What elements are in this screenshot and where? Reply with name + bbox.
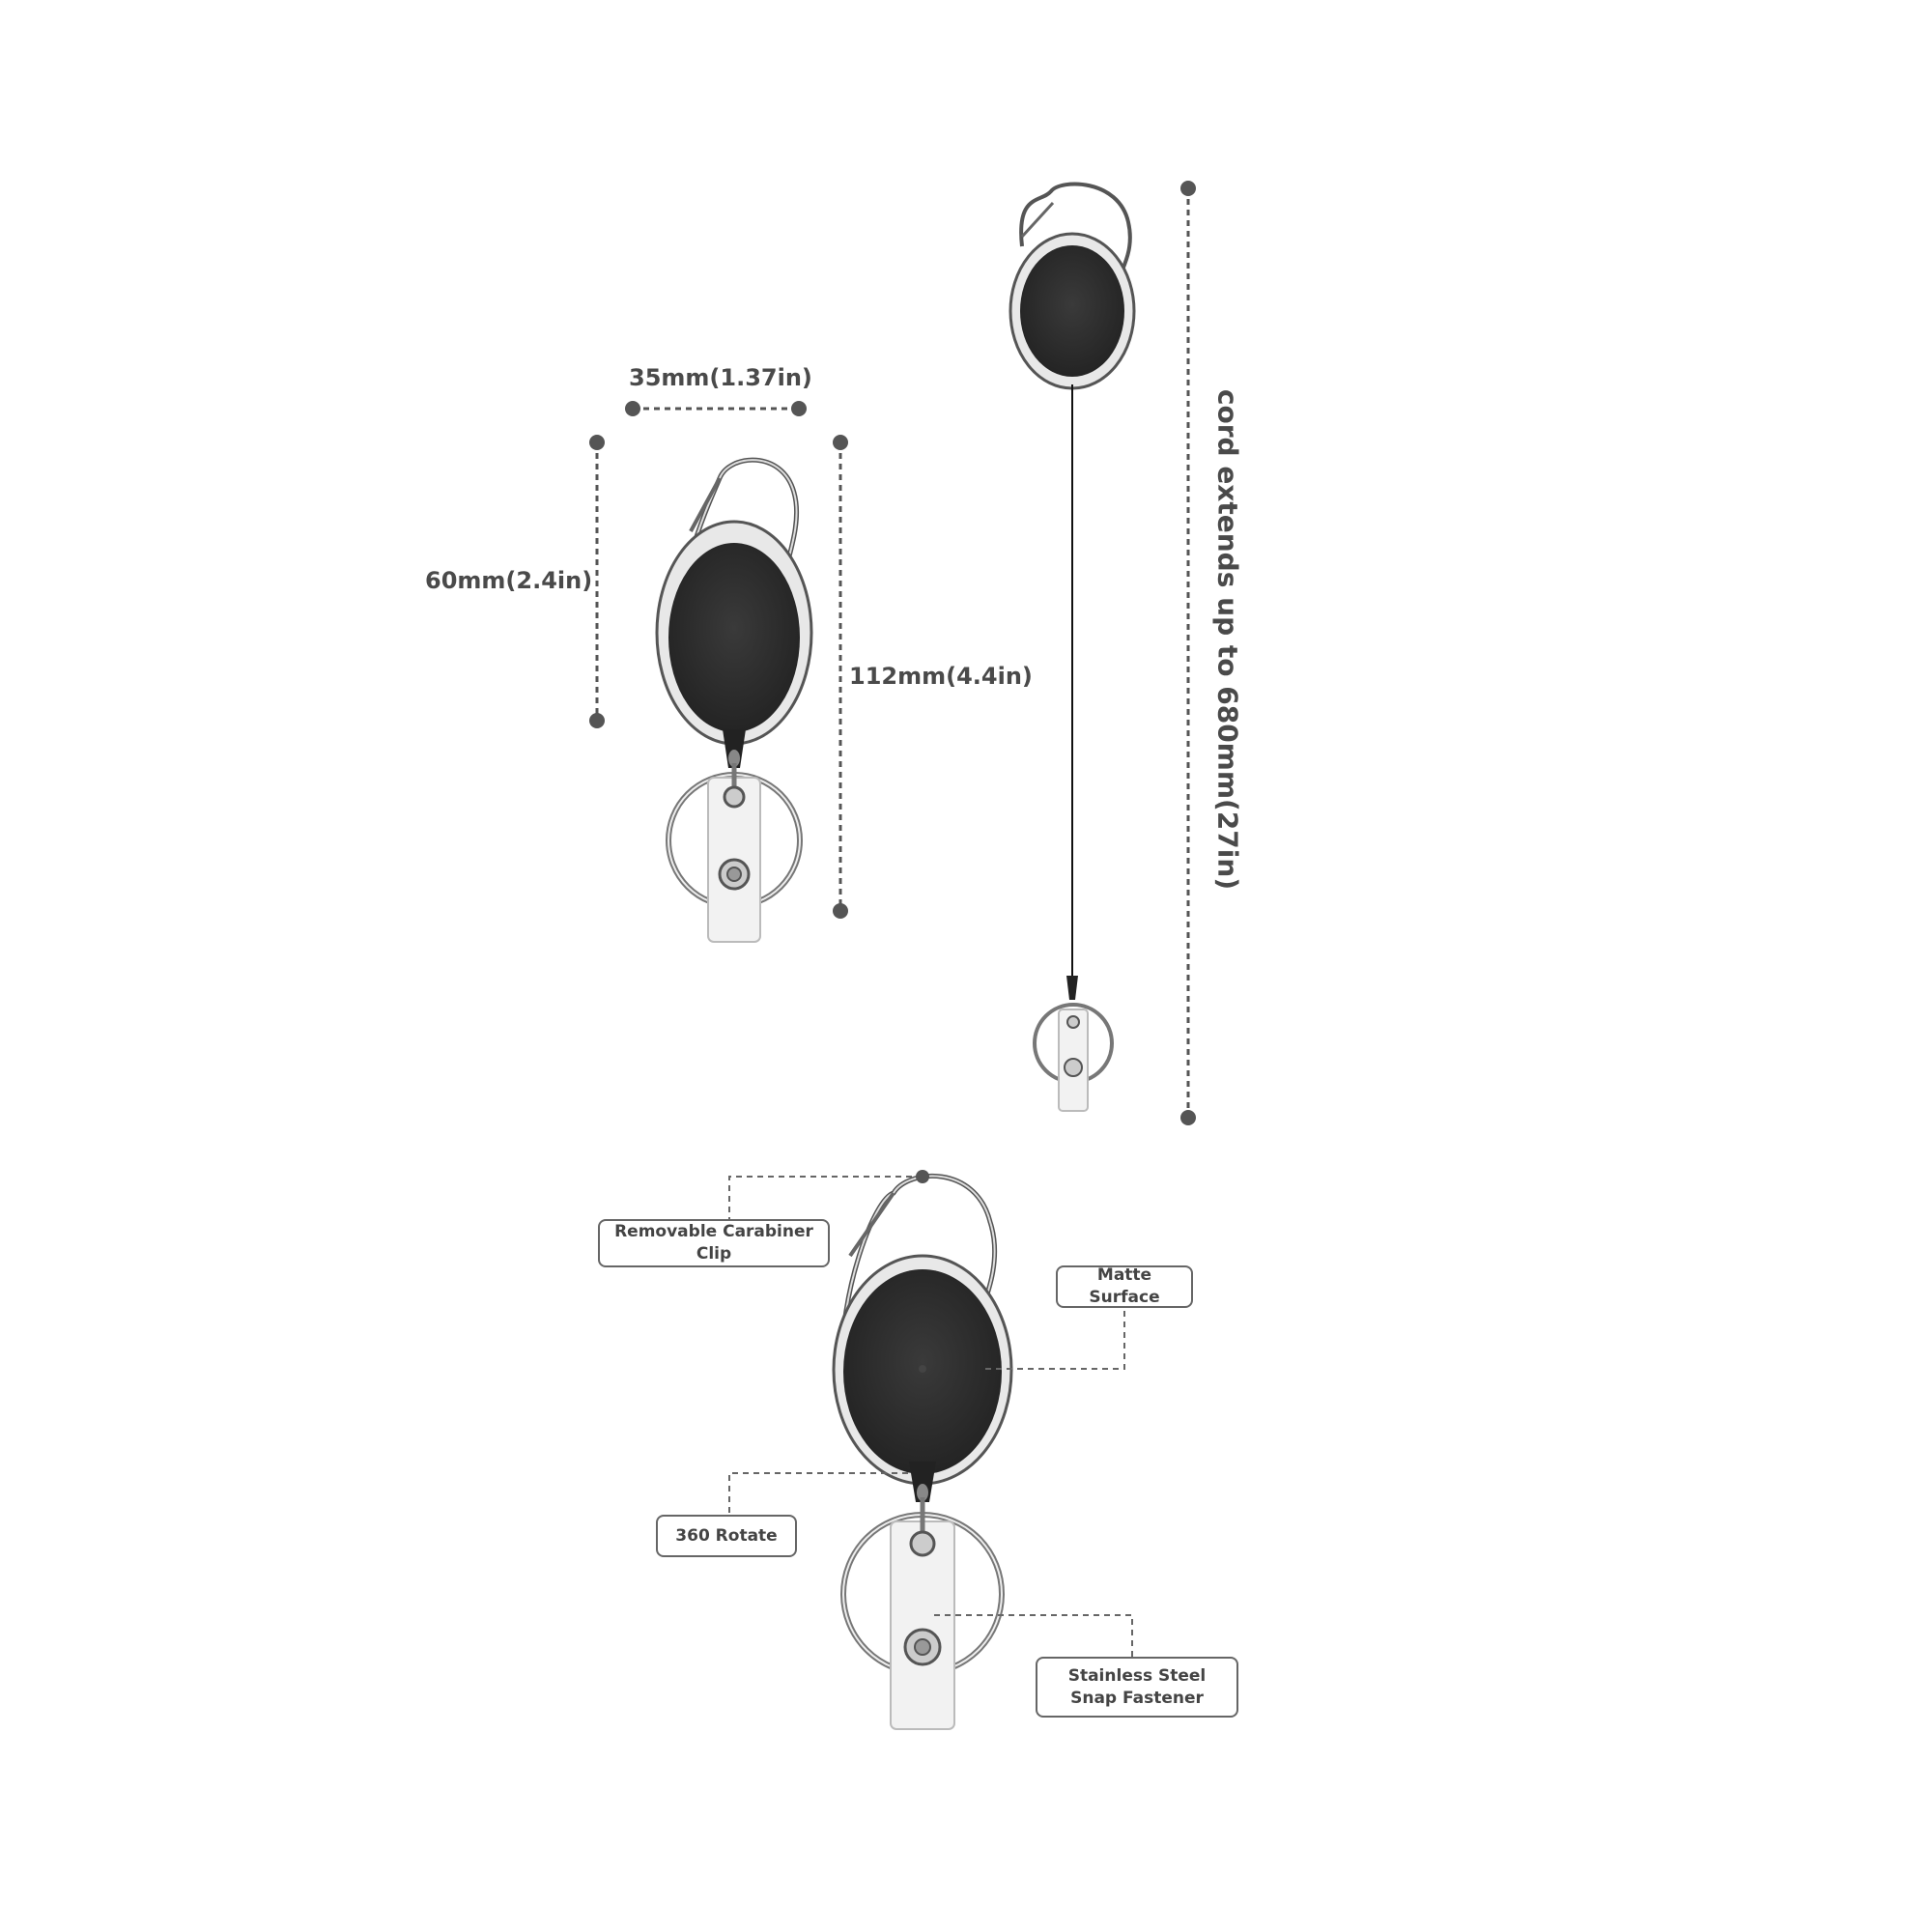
badge-reel-detail [832, 1174, 1013, 1730]
cord-length-dimension [1180, 181, 1196, 1125]
callout-matte-surface: Matte Surface [1056, 1265, 1193, 1308]
badge-reel-extended [1009, 182, 1136, 1112]
callout-connectors [728, 1176, 1133, 1657]
total-length-dimension [833, 435, 848, 919]
callout-carabiner-clip: Removable Carabiner Clip [598, 1219, 830, 1267]
width-label: 35mm(1.37in) [629, 364, 812, 391]
surface-marker [919, 1365, 926, 1373]
total-length-label: 112mm(4.4in) [849, 663, 1033, 690]
clip-marker [916, 1170, 929, 1183]
width-dimension [625, 401, 807, 416]
body-height-label: 60mm(2.4in) [425, 567, 593, 594]
body-height-dimension [589, 435, 605, 728]
callout-360-rotate: 360 Rotate [656, 1515, 797, 1557]
callout-snap-fastener: Stainless Steel Snap Fastener [1036, 1657, 1238, 1718]
cord-length-label: cord extends up to 680mm(27in) [1211, 388, 1244, 891]
badge-reel-small [657, 460, 811, 942]
